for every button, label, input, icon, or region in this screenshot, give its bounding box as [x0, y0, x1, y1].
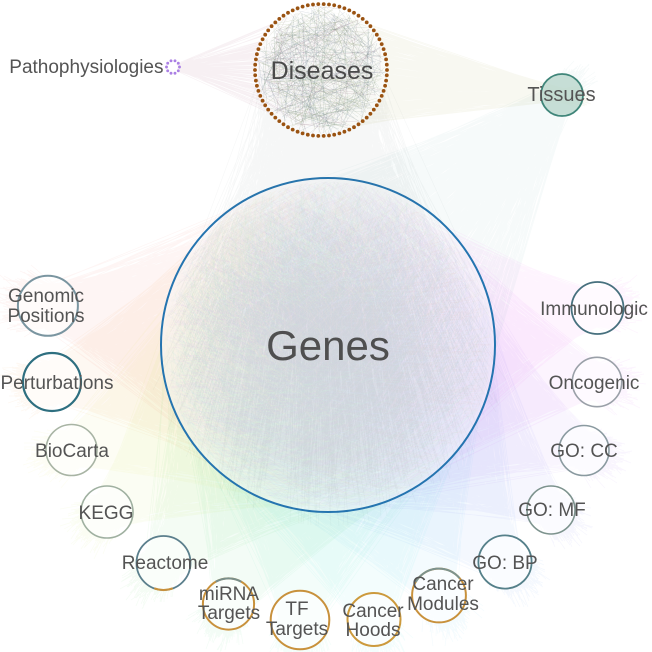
- svg-text:Genes: Genes: [266, 322, 390, 369]
- svg-text:Modules: Modules: [407, 594, 479, 615]
- svg-text:Diseases: Diseases: [271, 57, 374, 85]
- svg-text:Cancer: Cancer: [412, 574, 474, 595]
- svg-text:Positions: Positions: [7, 306, 84, 327]
- svg-text:KEGG: KEGG: [79, 503, 134, 524]
- svg-text:miRNA: miRNA: [199, 584, 259, 605]
- svg-text:Perturbations: Perturbations: [0, 373, 113, 394]
- svg-text:Tissues: Tissues: [527, 84, 595, 106]
- svg-text:Targets: Targets: [266, 619, 328, 640]
- svg-text:Immunologic: Immunologic: [540, 299, 648, 320]
- svg-text:Cancer: Cancer: [342, 601, 404, 622]
- svg-text:Targets: Targets: [198, 603, 260, 624]
- svg-text:Genomic: Genomic: [8, 286, 84, 307]
- svg-text:BioCarta: BioCarta: [35, 441, 109, 462]
- svg-text:GO: CC: GO: CC: [550, 441, 618, 462]
- svg-text:Oncogenic: Oncogenic: [549, 373, 640, 394]
- svg-text:Reactome: Reactome: [122, 553, 209, 574]
- svg-text:GO: BP: GO: BP: [472, 553, 537, 574]
- svg-text:Pathophysiologies: Pathophysiologies: [9, 57, 163, 78]
- svg-text:TF: TF: [285, 599, 308, 620]
- svg-text:GO: MF: GO: MF: [518, 500, 586, 521]
- svg-text:Hoods: Hoods: [346, 620, 401, 641]
